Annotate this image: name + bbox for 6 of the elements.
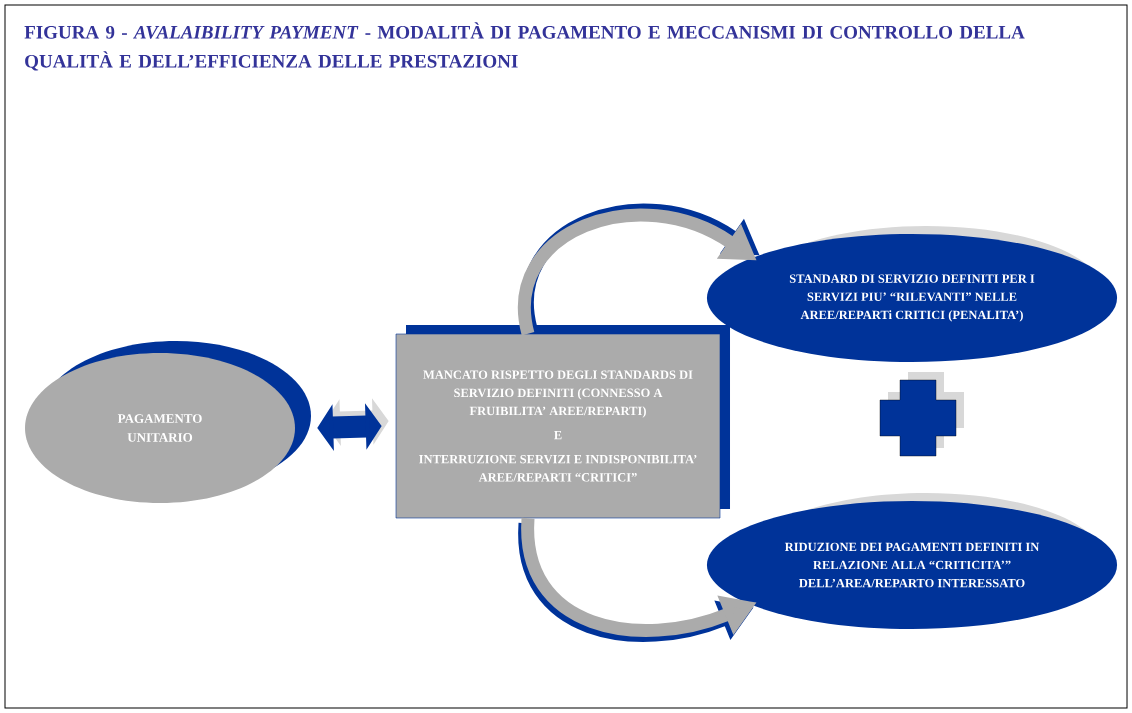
title: FIGURA 9 - AVALAIBILITY PAYMENT - MODALITÀ DI PAGAMENTO E MECCANISMI DI CONTROLLO DELLA QUALITÀ E DELL’EFFICIENZA DELLE PRESTAZIONI	[24, 22, 1025, 71]
block-arrow	[317, 398, 389, 451]
ellipse-node: RIDUZIONE DEI PAGAMENTI DEFINITI IN RELAZIONE ALLA “CRITICITA’” DELL’AREA/REPARTO INTERESSATO	[706, 493, 1118, 629]
ellipse-node: STANDARD DI SERVIZIO DEFINITI PER I SERVIZI PIU’ “RILEVANTI” NELLE AREE/REPARTi CRITICI (PENALITA’)	[706, 226, 1118, 362]
process-box: MANCATO RISPETTO DEGLI STANDARDS DI SERVIZIO DEFINITI (CONNESSO A FRUIBILITA’ AREE/REPARTI) E INTERRUZIONE SERVIZI E INDISPONIBILITA’ AREE/REPARTI “CRITICI”	[395, 325, 730, 519]
ellipse-node: PAGAMENTO UNITARIO	[25, 341, 311, 503]
